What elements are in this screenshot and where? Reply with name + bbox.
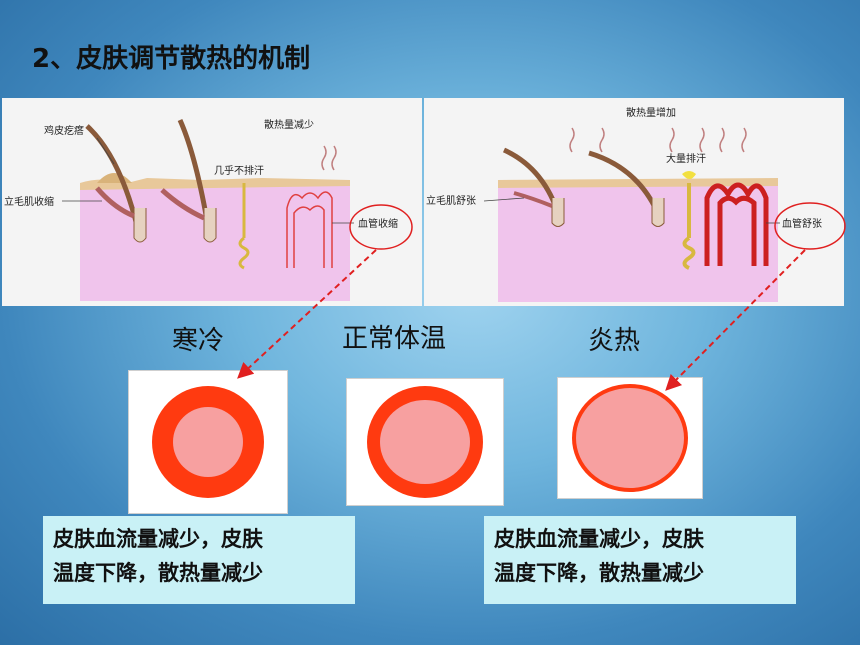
dermis-layer bbox=[80, 183, 350, 301]
arrow-to-hot-section bbox=[665, 249, 806, 391]
hair-follicle bbox=[651, 198, 665, 227]
label-heat-loss-decrease: 散热量减少 bbox=[264, 118, 314, 131]
sweat-drop bbox=[682, 171, 696, 179]
vessel-lumen bbox=[380, 400, 470, 484]
epidermis-layer bbox=[80, 178, 350, 190]
label-heat-loss-increase: 散热量增加 bbox=[626, 106, 676, 119]
blood-vessel-constricted bbox=[286, 191, 333, 268]
note-line: 皮肤血流量减少，皮肤 bbox=[53, 527, 263, 551]
hair-follicle bbox=[133, 208, 147, 243]
note-line: 皮肤血流量减少，皮肤 bbox=[494, 527, 704, 551]
highlight-circle-vasoconstriction bbox=[349, 204, 413, 250]
heat-wave bbox=[569, 127, 575, 153]
vessel-lumen bbox=[173, 407, 243, 477]
piloerector-muscle bbox=[160, 188, 206, 221]
label-goose-bumps: 鸡皮疙瘩 bbox=[44, 124, 84, 137]
sweat-gland bbox=[682, 236, 696, 270]
heat-wave bbox=[321, 145, 327, 171]
heat-wave bbox=[741, 127, 747, 153]
label-sweat-little: 几乎不排汗 bbox=[214, 164, 264, 177]
vessel-cross-section-normal bbox=[346, 378, 504, 506]
hair-follicle bbox=[551, 198, 565, 227]
note-cold: 皮肤血流量减少，皮肤 温度下降，散热量减少 bbox=[43, 516, 355, 604]
note-line: 温度下降，散热量减少 bbox=[53, 561, 263, 585]
heat-wave bbox=[669, 127, 675, 153]
heat-wave bbox=[699, 127, 705, 153]
arrow-to-cold-section bbox=[237, 249, 377, 379]
label-piloerector-contract: 立毛肌收缩 bbox=[4, 195, 54, 208]
vessel-cross-section-hot bbox=[557, 377, 703, 499]
heat-wave bbox=[719, 127, 725, 153]
piloerector-muscle bbox=[513, 191, 553, 208]
hair-follicle bbox=[203, 208, 217, 243]
piloerector-muscle bbox=[95, 186, 135, 219]
label-cold: 寒冷 bbox=[172, 326, 225, 356]
label-sweat-heavy: 大量排汗 bbox=[666, 152, 706, 165]
vessel-lumen bbox=[576, 388, 684, 488]
label-piloerector-relax: 立毛肌舒张 bbox=[426, 194, 476, 207]
label-vasodilation: 血管舒张 bbox=[782, 217, 822, 230]
highlight-circle-vasodilation bbox=[774, 202, 846, 250]
heat-wave bbox=[599, 127, 605, 153]
note-hot: 皮肤血流量减少，皮肤 温度下降，散热量减少 bbox=[484, 516, 796, 604]
note-line: 温度下降，散热量减少 bbox=[494, 561, 704, 585]
label-hot: 炎热 bbox=[588, 326, 641, 356]
page-title: 2、皮肤调节散热的机制 bbox=[32, 44, 311, 74]
skin-diagram-cold: 鸡皮疙瘩 立毛肌收缩 几乎不排汗 散热量减少 血管收缩 bbox=[2, 98, 422, 306]
skin-diagram-hot: 散热量增加 大量排汗 立毛肌舒张 血管舒张 bbox=[424, 98, 844, 306]
label-vasoconstriction: 血管收缩 bbox=[358, 217, 398, 230]
heat-wave bbox=[331, 145, 337, 171]
blood-vessel-dilated bbox=[704, 182, 769, 266]
label-normal-temperature: 正常体温 bbox=[342, 324, 447, 354]
vessel-cross-section-cold bbox=[128, 370, 288, 514]
sweat-gland bbox=[238, 236, 250, 270]
